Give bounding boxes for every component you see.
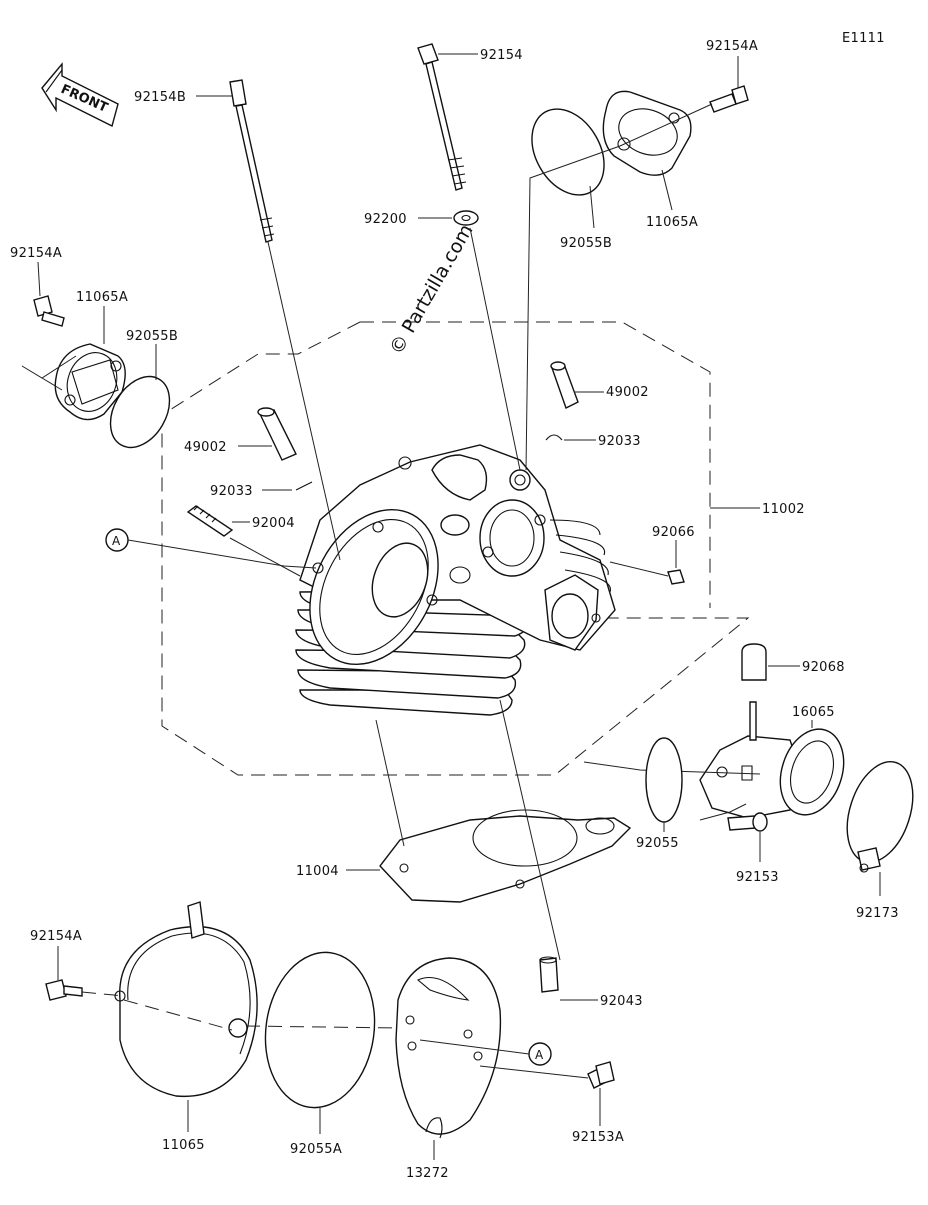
label-11002: 11002 <box>762 502 805 517</box>
label-13272: 13272 <box>406 1166 449 1181</box>
dowel-92043: 92043 <box>539 956 643 1009</box>
bolt-92153A: 92153A <box>479 1061 624 1145</box>
head-assembly-bracket <box>161 321 760 776</box>
label-92154A-bottom: 92154A <box>30 929 82 944</box>
oring-92055B-left: 92055B <box>109 329 178 449</box>
oring-92055: 92055 <box>636 737 683 851</box>
label-92153A: 92153A <box>572 1130 624 1145</box>
label-92033-right: 92033 <box>598 434 641 449</box>
label-49002-right: 49002 <box>606 385 649 400</box>
oring-92055B-top: 92055B <box>525 103 713 471</box>
label-92055B-top: 92055B <box>560 236 612 251</box>
ref-marker-a-bottom: A <box>419 1039 552 1066</box>
label-92153: 92153 <box>736 870 779 885</box>
gasket-92055A: 92055A <box>245 951 401 1157</box>
cap-11065A-left: 11065A <box>21 290 128 421</box>
label-11065: 11065 <box>162 1138 205 1153</box>
label-92200: 92200 <box>364 212 407 227</box>
tappet-49002-right: 49002 <box>550 361 649 409</box>
label-92055: 92055 <box>636 836 679 851</box>
label-92154: 92154 <box>480 48 523 63</box>
tappet-49002-left: 49002 <box>184 407 297 461</box>
label-92068: 92068 <box>802 660 845 675</box>
ref-a-bottom-text: A <box>535 1048 544 1062</box>
label-92154A-left: 92154A <box>10 246 62 261</box>
bolt-92154: 92154 <box>417 43 523 191</box>
watermark: © Partzilla.com <box>385 221 477 359</box>
label-11065A-left: 11065A <box>76 290 128 305</box>
ref-a-left-text: A <box>112 534 121 548</box>
label-92055A: 92055A <box>290 1142 342 1157</box>
dowel-92066: 92066 <box>609 525 695 585</box>
label-92173: 92173 <box>856 906 899 921</box>
label-16065: 16065 <box>792 705 835 720</box>
bolt-92153: 92153 <box>699 803 779 885</box>
bolt-92154A-bottom: 92154A <box>30 929 125 1001</box>
label-11065A-top: 11065A <box>646 215 698 230</box>
label-92055B-left: 92055B <box>126 329 178 344</box>
bolt-92154A-top: 92154A <box>706 39 758 113</box>
label-92154A-top: 92154A <box>706 39 758 54</box>
cylinder-head <box>295 444 616 716</box>
cover-11065: 11065 <box>114 901 258 1153</box>
diagram-code: E1111 <box>842 31 885 46</box>
clip-92033-right: 92033 <box>545 434 641 449</box>
front-arrow-icon: FRONT <box>41 62 119 128</box>
cap-92068: 92068 <box>741 643 845 681</box>
label-92154B: 92154B <box>134 90 186 105</box>
ref-marker-a-left: A <box>105 528 317 569</box>
label-49002-left: 49002 <box>184 440 227 455</box>
stud-92154B: 92154B <box>134 79 341 561</box>
label-92004: 92004 <box>252 516 295 531</box>
label-11004: 11004 <box>296 864 339 879</box>
intake-pipe-16065: 16065 <box>583 701 845 819</box>
plate-13272: 13272 <box>395 957 502 1181</box>
bolt-92154A-left: 92154A <box>10 246 65 327</box>
label-92043: 92043 <box>600 994 643 1009</box>
cap-11065A-top: 11065A <box>602 90 698 230</box>
clamp-92173: 92173 <box>846 760 914 921</box>
label-92066: 92066 <box>652 525 695 540</box>
label-92033-left: 92033 <box>210 484 253 499</box>
stud-92004: 92004 <box>186 505 301 577</box>
clip-92033-left: 92033 <box>210 481 313 499</box>
gasket-11004: 11004 <box>296 699 632 961</box>
washer-92200: 92200 <box>364 210 521 471</box>
